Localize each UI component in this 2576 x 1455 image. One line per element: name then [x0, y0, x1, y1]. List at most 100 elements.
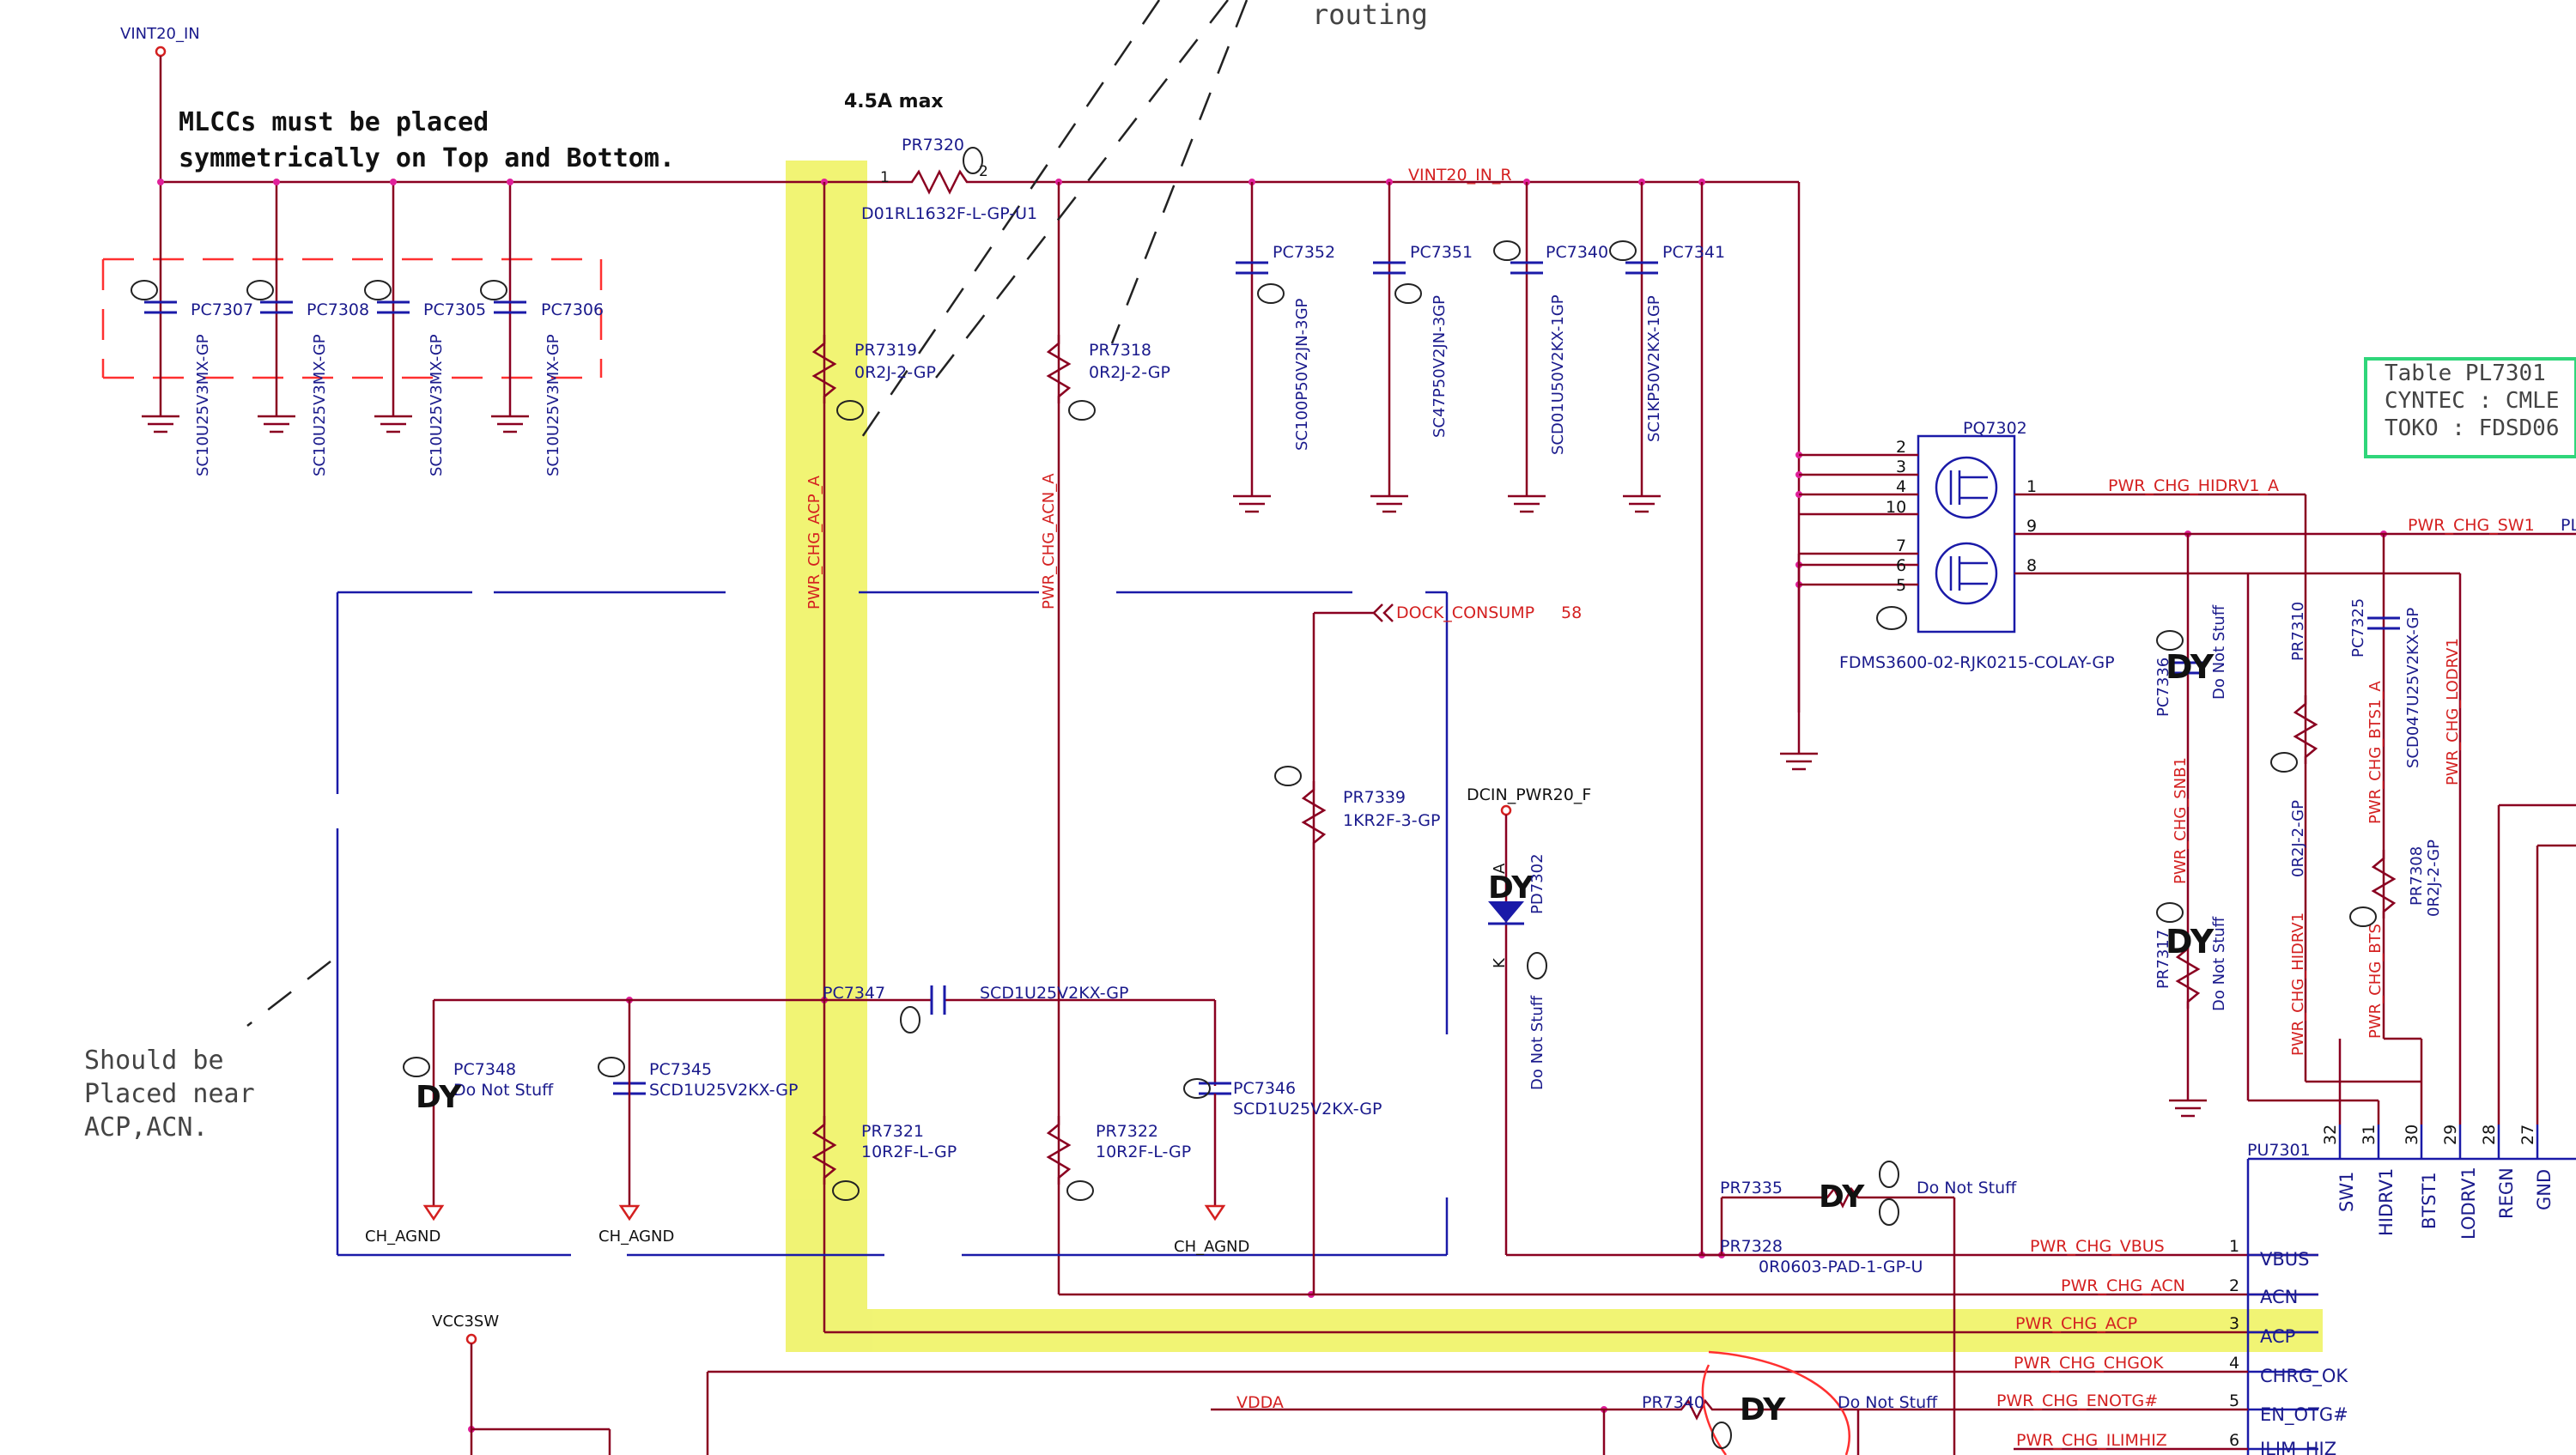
pc7346-part: SCD1U25V2KX-GP	[1233, 1100, 1382, 1119]
ic-pin-num-1: 1	[2229, 1237, 2239, 1256]
pr7328-ref: PR7328	[1720, 1237, 1783, 1256]
mlcc-placement-outline	[101, 258, 603, 379]
pc7340-ref: PC7340	[1546, 243, 1608, 262]
ic-top-regn: REGN	[2496, 1167, 2517, 1219]
routing-dashes	[246, 0, 1249, 1027]
net-pwr-chg-snb1: PWR_CHG_SNB1	[2172, 757, 2190, 884]
note-acp-line1: Should be	[84, 1046, 224, 1076]
agnd-arrows	[422, 1204, 1226, 1222]
ic-top-sw1: SW1	[2336, 1172, 2357, 1212]
pc7308-part: SC10U25V3MX-GP	[311, 334, 329, 476]
pq7302-part: FDMS3600-02-RJK0215-COLAY-GP	[1839, 653, 2115, 672]
pc7336-dy: DY	[2166, 648, 2215, 686]
ic-top-num-30: 30	[2403, 1125, 2421, 1145]
pr7317-ref: PR7317	[2154, 930, 2172, 989]
ic-top-gnd: GND	[2534, 1169, 2555, 1210]
pc7345-ref: PC7345	[649, 1060, 712, 1079]
net-pwr-chg-acp: PWR_CHG_ACP	[2015, 1314, 2137, 1333]
net-pwr-chg-hidrv1: PWR_CHG_HIDRV1	[2289, 912, 2307, 1056]
pc7306-ref: PC7306	[541, 300, 604, 319]
pc7305-ref: PC7305	[423, 300, 486, 319]
net-pwr-chg-bts: PWR_CHG_BTS	[2366, 924, 2385, 1039]
pc7345-part: SCD1U25V2KX-GP	[649, 1081, 798, 1100]
pq7302-pin-7: 7	[1896, 537, 1906, 555]
net-vint20-in-r: VINT20_IN_R	[1408, 166, 1512, 185]
net-vcc3sw: VCC3SW	[432, 1313, 499, 1331]
pc7352-ref: PC7352	[1273, 243, 1335, 262]
ic-pin-num-3: 3	[2229, 1314, 2239, 1333]
pc7307-part: SC10U25V3MX-GP	[194, 334, 212, 476]
labels: VINT20_IN MLCCs must be placed symmetric…	[84, 0, 2576, 1455]
pd7302-pin-k: K	[1491, 957, 1509, 968]
pr7317-dy: DY	[2166, 923, 2215, 961]
ic-pin-num-4: 4	[2229, 1354, 2239, 1373]
pc7348-dy: DY	[416, 1080, 462, 1115]
pc7351-ref: PC7351	[1410, 243, 1473, 262]
table-line3: TOKO : FDSD06	[2385, 415, 2560, 441]
pr7310-part: 0R2J-2-GP	[2289, 800, 2307, 877]
note-acp-line2: Placed near	[84, 1079, 255, 1109]
net-dcin-pwr20-f: DCIN_PWR20_F	[1467, 785, 1591, 804]
pd7302-note: Do Not Stuff	[1528, 995, 1546, 1090]
pq7302-pin-6: 6	[1896, 556, 1906, 575]
pc7306-part: SC10U25V3MX-GP	[544, 334, 562, 476]
net-pwr-chg-ilimhiz: PWR_CHG_ILIMHIZ	[2016, 1431, 2167, 1450]
filter-cap-plates	[1236, 261, 1658, 275]
net-pwr-chg-enotg: PWR_CHG_ENOTG#	[1996, 1391, 2158, 1410]
pr7320-ref: PR7320	[902, 136, 964, 155]
pq7302-pin-2: 2	[1896, 438, 1906, 457]
mlcc-cap-plates	[144, 300, 526, 314]
net-pwr-chg-acn-a: PWR_CHG_ACN_A	[1040, 473, 1058, 609]
pr7335-dy: DY	[1819, 1179, 1865, 1215]
pr7320-pin1: 1	[880, 169, 890, 186]
ic-top-hidrv1: HIDRV1	[2376, 1168, 2397, 1236]
ic-pin-chrg-ok: CHRG_OK	[2260, 1366, 2348, 1387]
pq7302-pin-5: 5	[1896, 576, 1906, 595]
pc7352-part: SC100P50V2JN-3GP	[1293, 298, 1311, 451]
pc7307-ref: PC7307	[191, 300, 253, 319]
ch-agnd-3: CH_AGND	[1174, 1238, 1249, 1256]
note-mlcc-line2: symmetrically on Top and Bottom.	[179, 143, 675, 173]
right-network-caps	[2172, 616, 2400, 675]
gp-symbols	[131, 147, 2377, 1449]
filter-caps	[1250, 182, 1704, 1255]
table-box	[2364, 357, 2576, 458]
acp-acn-nets	[811, 182, 2318, 1334]
blue-enclosure	[336, 591, 1449, 1257]
net-pwr-chg-sw1: PWR_CHG_SW1	[2408, 516, 2535, 535]
pd7302-pin-a: A	[1491, 863, 1509, 874]
note-mlcc-line1: MLCCs must be placed	[179, 107, 489, 137]
ic-top-num-27: 27	[2518, 1125, 2537, 1145]
pr7320-resistor	[902, 169, 1013, 195]
mlcc-grounds	[142, 415, 529, 433]
pr7317-note: Do Not Stuff	[2210, 916, 2228, 1011]
pr7319-part: 0R2J-2-GP	[854, 363, 936, 382]
pr7318-part: 0R2J-2-GP	[1089, 363, 1170, 382]
pr7308-ref: PR7308	[2408, 846, 2426, 906]
pq7302-pin-1: 1	[2026, 477, 2037, 496]
pr7340-ref: PR7340	[1642, 1393, 1704, 1412]
net-pwr-chg-hidrv1-a: PWR_CHG_HIDRV1_A	[2108, 476, 2279, 495]
pc7325-ref: PC7325	[2349, 598, 2367, 658]
pq7302-pin-8: 8	[2026, 556, 2037, 575]
pr7335-ref: PR7335	[1720, 1179, 1783, 1197]
ic-top-num-31: 31	[2360, 1125, 2379, 1145]
pq7302-pin-9: 9	[2026, 517, 2037, 536]
net-pwr-chg-acn: PWR_CHG_ACN	[2061, 1276, 2185, 1295]
net-dock-consump: DOCK_CONSUMP	[1396, 603, 1534, 622]
pr7328-part: 0R0603-PAD-1-GP-U	[1759, 1258, 1923, 1276]
pq7302-pin-4: 4	[1896, 477, 1906, 496]
table-line2: CYNTEC : CMLE	[2385, 388, 2560, 414]
pq7302-mosfet	[1780, 434, 2576, 771]
pu7301-ref: PU7301	[2247, 1141, 2311, 1160]
ic-pin-en-otg: EN_OTG#	[2260, 1404, 2348, 1426]
pr7310-ref: PR7310	[2289, 602, 2307, 661]
pr7335-note: Do Not Stuff	[1917, 1179, 2017, 1197]
net-pwr-chg-bts1-a: PWR_CHG_BTS1_A	[2366, 681, 2385, 824]
pr7322-part: 10R2F-L-GP	[1096, 1143, 1191, 1161]
pr7308-part: 0R2J-2-GP	[2425, 840, 2443, 917]
pc7351-part: SC47P50V2JN-3GP	[1431, 295, 1449, 438]
pr7340-dy: DY	[1740, 1392, 1786, 1428]
